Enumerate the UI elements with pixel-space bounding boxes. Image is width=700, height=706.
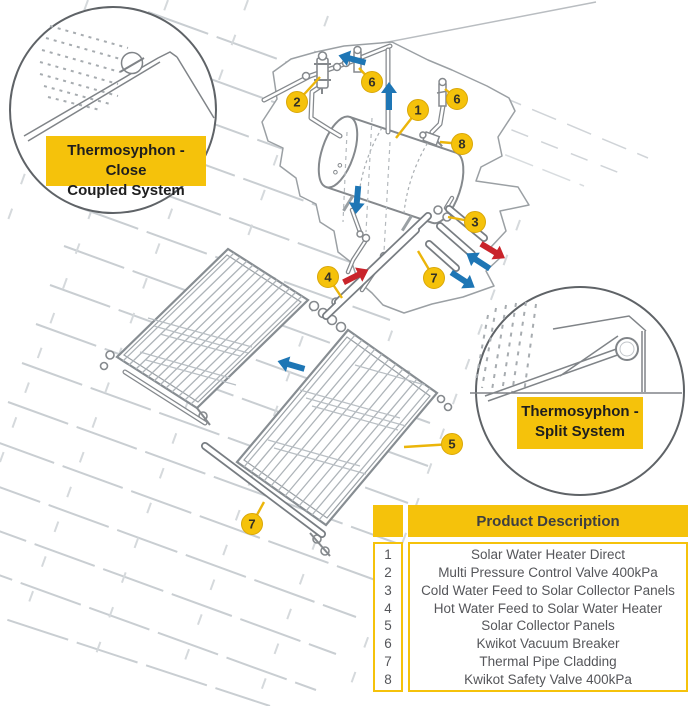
svg-text:3: 3: [471, 215, 478, 230]
table-row-number: 4: [384, 600, 392, 616]
callout-6-left: 6: [361, 71, 383, 93]
callout-5: 5: [441, 433, 463, 455]
callout-7-upper: 7: [423, 267, 445, 289]
table-row-number: 7: [384, 653, 392, 669]
table-header-text: Product Description: [476, 512, 620, 530]
flow-arrow-hot-blue-up: [381, 82, 397, 110]
table-row-description: Cold Water Feed to Solar Collector Panel…: [421, 582, 675, 598]
label-line: Split System: [534, 423, 626, 440]
label-line: Thermosyphon -: [521, 403, 639, 420]
svg-text:6: 6: [453, 92, 460, 107]
svg-text:7: 7: [430, 271, 437, 286]
table-row-description: Thermal Pipe Cladding: [479, 653, 617, 669]
table-row-description: Solar Collector Panels: [481, 618, 615, 634]
svg-text:6: 6: [368, 75, 375, 90]
callout-1: 1: [407, 99, 429, 121]
collector-panel-right: [235, 328, 439, 527]
svg-text:2: 2: [293, 95, 300, 110]
flow-arrow-panel-blue: [277, 356, 306, 372]
table-description-column: Solar Water Heater Direct Multi Pressure…: [408, 542, 688, 692]
callouts: 1 2 3 4 5 6 6 7: [241, 71, 486, 535]
flow-arrow-cold-down: [348, 185, 365, 214]
table-row-description: Solar Water Heater Direct: [470, 547, 626, 563]
label-line: Thermosyphon - Close: [67, 142, 185, 179]
label-line: Coupled System: [67, 182, 185, 199]
callout-2: 2: [286, 91, 308, 113]
flow-arrows: [277, 50, 506, 372]
cold-feed-fitting: [433, 205, 452, 222]
table-number-column: 1 2 3 4 5 6 7 8: [373, 542, 403, 692]
table-row-number: 6: [384, 636, 392, 652]
table-row-description: Kwikot Safety Valve 400kPa: [464, 671, 632, 687]
svg-text:5: 5: [448, 437, 455, 452]
table-row-description: Kwikot Vacuum Breaker: [476, 636, 620, 652]
table-header-description: Product Description: [408, 505, 688, 537]
svg-text:1: 1: [414, 103, 421, 118]
flow-arrow-red-upright: [342, 267, 369, 286]
table-row-number: 2: [384, 565, 392, 581]
callout-7-lower: 7: [241, 513, 263, 535]
label-close-coupled-system: Thermosyphon - Close Coupled System: [46, 136, 206, 199]
table-row-number: 3: [384, 582, 392, 598]
flow-arrow-red-downright: [479, 241, 506, 260]
svg-text:4: 4: [324, 270, 332, 285]
label-split-system: Thermosyphon - Split System: [517, 397, 643, 449]
callout-3: 3: [464, 211, 486, 233]
table-row-number: 8: [384, 671, 392, 687]
flow-arrow-blue-downright: [449, 269, 475, 289]
table-row-description: Multi Pressure Control Valve 400kPa: [438, 565, 658, 581]
inset-split-system: [470, 286, 685, 496]
callout-6-right: 6: [446, 88, 468, 110]
table-row-number: 1: [384, 547, 392, 563]
svg-text:7: 7: [248, 517, 255, 532]
vacuum-breaker-right: [436, 77, 449, 107]
flow-arrow-blue-upleft: [466, 252, 492, 272]
safety-valve: [419, 130, 443, 147]
table-header-number-cell: [373, 505, 403, 537]
svg-text:8: 8: [458, 137, 465, 152]
panel-feed-pipe: [122, 369, 208, 426]
table-row-description: Hot Water Feed to Solar Water Heater: [433, 600, 663, 616]
callout-8: 8: [451, 133, 473, 155]
table-row-number: 5: [384, 618, 392, 634]
callout-4: 4: [317, 266, 339, 288]
flow-arrow-cold-blue: [338, 50, 367, 66]
